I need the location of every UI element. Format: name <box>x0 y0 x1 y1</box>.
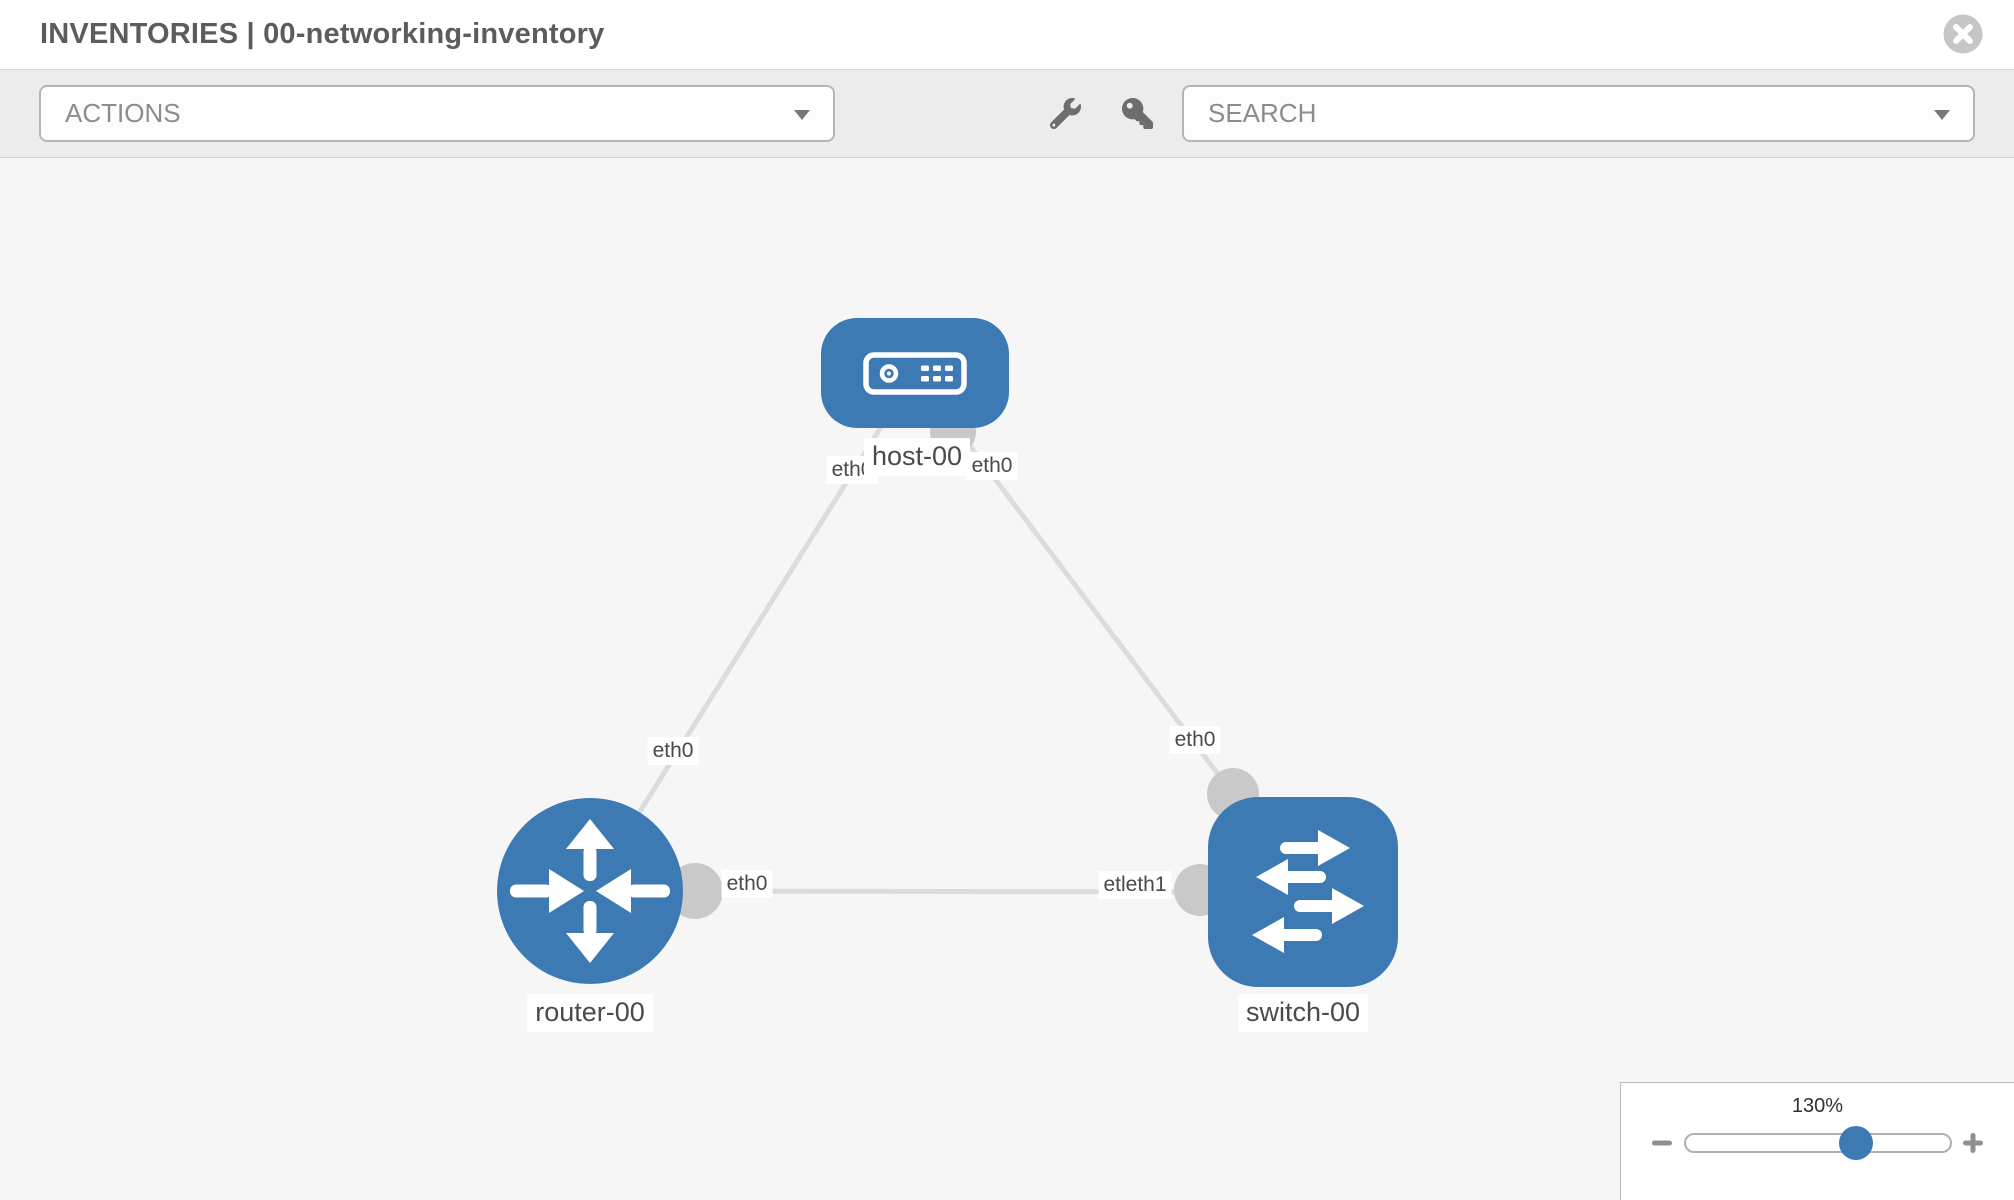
header: INVENTORIES | 00-networking-inventory <box>0 0 2014 70</box>
close-icon <box>1943 14 1983 54</box>
zoom-out-button[interactable] <box>1647 1128 1677 1158</box>
switch-icon <box>1252 830 1364 953</box>
plus-icon <box>1963 1133 1983 1153</box>
topology-canvas[interactable]: eth0 eth0 eth0 eth0 eth0 etleth1 host-00… <box>0 158 2014 1200</box>
zoom-slider[interactable] <box>1683 1126 1952 1160</box>
search-dropdown[interactable] <box>1182 85 1975 142</box>
zoom-panel: 130% <box>1620 1082 2014 1200</box>
interface-label: eth0 <box>966 451 1018 481</box>
key-icon[interactable] <box>1120 97 1154 131</box>
wrench-icon[interactable] <box>1048 97 1082 131</box>
host-icon <box>863 352 967 395</box>
interface-label: eth0 <box>647 736 699 766</box>
search-input[interactable] <box>1208 98 1890 129</box>
minus-icon <box>1652 1140 1672 1146</box>
node-label-host: host-00 <box>863 438 971 476</box>
toolbar-tools <box>1048 97 1154 131</box>
page-title: INVENTORIES | 00-networking-inventory <box>40 18 605 50</box>
interface-label: eth0 <box>1169 725 1221 755</box>
close-button[interactable] <box>1942 13 1984 55</box>
node-host[interactable] <box>821 318 1009 428</box>
node-label-switch: switch-00 <box>1237 994 1369 1032</box>
actions-dropdown-label: ACTIONS <box>65 98 181 128</box>
node-router[interactable] <box>497 798 683 984</box>
interface-label: etleth1 <box>1098 870 1172 900</box>
chevron-down-icon <box>794 109 810 120</box>
node-label-router: router-00 <box>527 994 653 1032</box>
chevron-down-icon <box>1934 109 1950 120</box>
router-icon <box>510 819 670 963</box>
zoom-level: 130% <box>1791 1095 1844 1117</box>
zoom-in-button[interactable] <box>1958 1128 1988 1158</box>
node-switch[interactable] <box>1208 797 1398 987</box>
toolbar: ACTIONS <box>0 70 2014 158</box>
interface-label: eth0 <box>721 869 773 899</box>
actions-dropdown[interactable]: ACTIONS <box>39 85 835 142</box>
zoom-slider-thumb[interactable] <box>1838 1126 1873 1160</box>
